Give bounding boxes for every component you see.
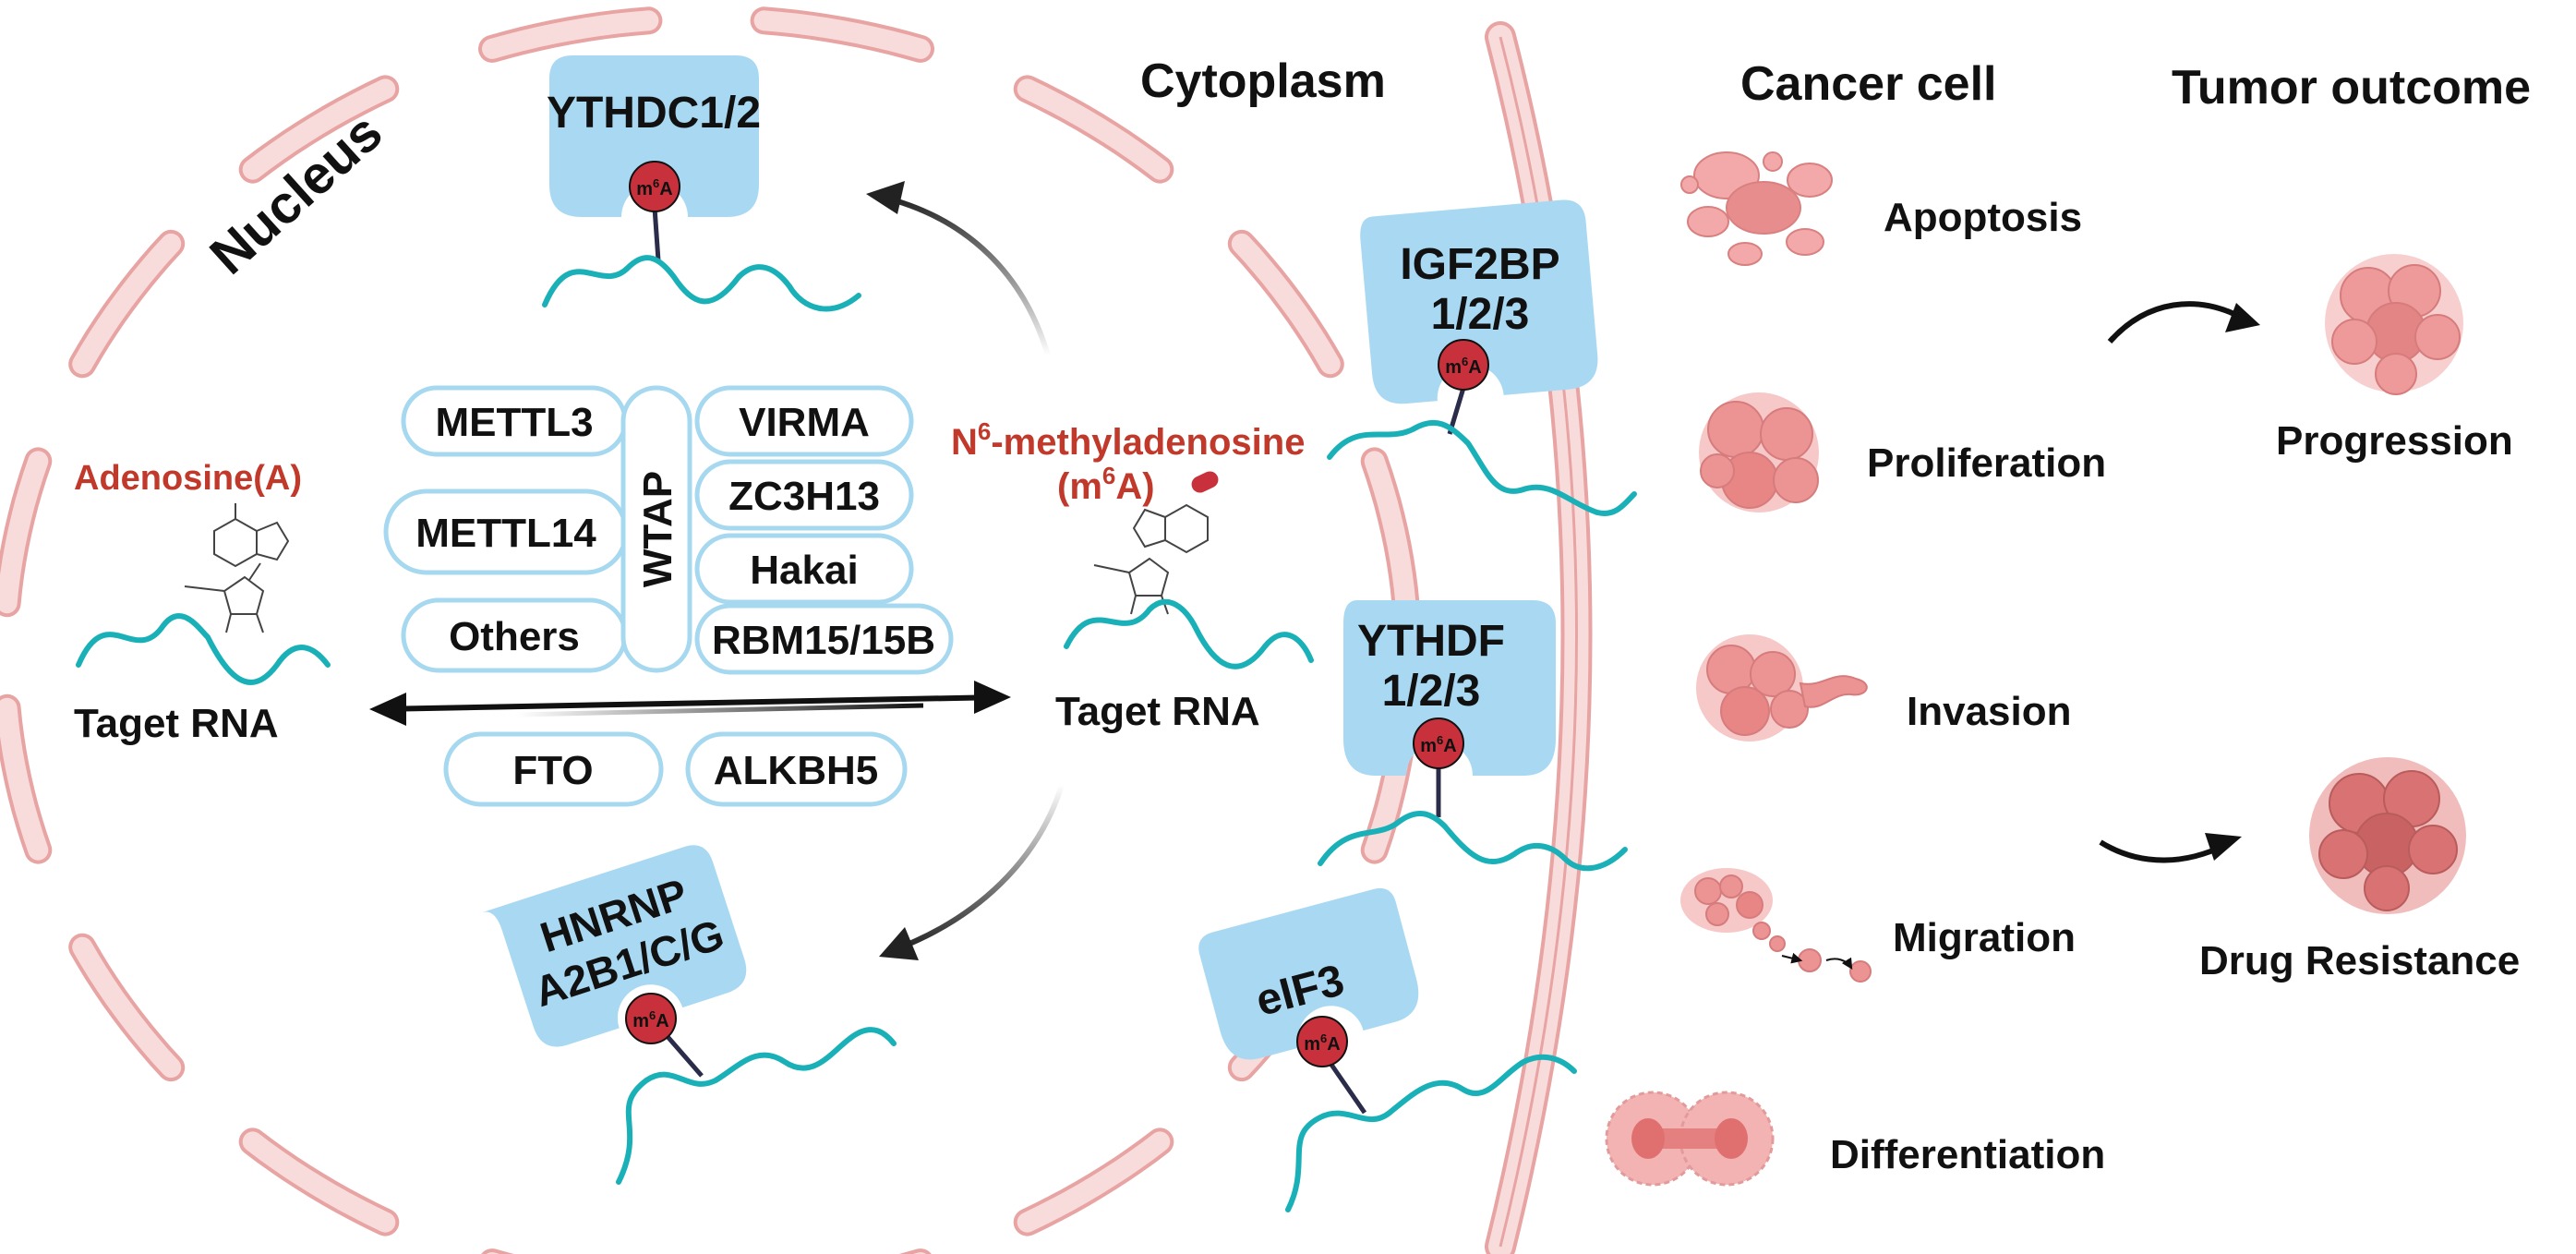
proliferation-cell-icon bbox=[1699, 392, 1819, 512]
writer-others: Others bbox=[449, 614, 580, 659]
arrow-to-ythdc bbox=[876, 193, 1051, 356]
effect-invasion: Invasion bbox=[1907, 689, 2072, 734]
adenosine-molecule-icon bbox=[184, 503, 290, 633]
writer-complex bbox=[383, 385, 954, 675]
differentiation-cell-icon bbox=[1605, 1091, 1775, 1187]
effect-proliferation: Proliferation bbox=[1867, 440, 2106, 486]
effect-migration: Migration bbox=[1893, 915, 2076, 960]
adenosine-label: Adenosine(A) bbox=[74, 459, 302, 498]
nuclear-membrane-segment-fill bbox=[1017, 1131, 1171, 1233]
left-target-rna-label: Taget RNA bbox=[74, 701, 279, 746]
outcome-progression: Progression bbox=[2276, 418, 2513, 464]
nuclear-membrane-segment-fill bbox=[242, 1131, 396, 1233]
ythdf-label-2: 1/2/3 bbox=[1382, 667, 1481, 716]
cancer-cell-label: Cancer cell bbox=[1740, 57, 1997, 111]
writer-hakai: Hakai bbox=[750, 548, 858, 593]
eraser-fto: FTO bbox=[512, 748, 593, 793]
writer-pill-hakai bbox=[694, 533, 914, 605]
tumor-outcome-label: Tumor outcome bbox=[2172, 61, 2531, 115]
writer-rbm15: RBM15/15B bbox=[712, 618, 935, 663]
writer-mettl14: METTL14 bbox=[415, 511, 596, 556]
nuclear-membrane-segment-fill bbox=[72, 936, 182, 1079]
m6a-label: (m6A) bbox=[1057, 462, 1155, 507]
arrow-head-drug-resistance bbox=[2205, 833, 2242, 861]
writer-zc3h13: ZC3H13 bbox=[728, 474, 880, 519]
progression-tumor-icon bbox=[2325, 254, 2463, 395]
n6-methyladenosine-label: N6-methyladenosine bbox=[951, 417, 1305, 463]
eraser-alkbh5: ALKBH5 bbox=[714, 748, 878, 793]
arrow-head-ythdc bbox=[866, 181, 905, 214]
arrow-to-progression bbox=[2107, 301, 2245, 344]
igf2bp-label-1: IGF2BP bbox=[1400, 240, 1559, 289]
nuclear-membrane-segment-fill bbox=[0, 451, 49, 614]
ythdc-label: YTHDC1/2 bbox=[547, 89, 761, 138]
svg-text:m6A: m6A bbox=[1304, 1031, 1340, 1055]
ythdf-m6a-icon: m6A bbox=[1413, 717, 1464, 769]
migration-cell-icon bbox=[1680, 868, 1872, 983]
nuclear-membrane-segment-fill bbox=[242, 78, 396, 180]
nuclear-membrane-segment-fill bbox=[1364, 451, 1416, 614]
eraser-pill-fto bbox=[443, 731, 664, 807]
writer-mettl3: METTL3 bbox=[435, 400, 593, 445]
arrow-head-hnrnp bbox=[879, 927, 919, 960]
nuclear-membrane-segment-fill bbox=[482, 10, 659, 59]
igf2bp-label-2: 1/2/3 bbox=[1431, 290, 1530, 339]
reader-hnrnp: HNRNP A2B1/C/G m6A bbox=[481, 845, 897, 1185]
right-rna-strand bbox=[1064, 598, 1314, 669]
ythdf-label-1: YTHDF bbox=[1357, 617, 1505, 666]
svg-text:m6A: m6A bbox=[1420, 733, 1456, 756]
writer-eraser-arrow bbox=[369, 681, 1011, 726]
writer-pill-zc3h13 bbox=[694, 459, 914, 531]
drug-resistance-tumor-icon bbox=[2309, 757, 2466, 914]
writer-pill-wtap bbox=[620, 385, 692, 673]
svg-text:m6A: m6A bbox=[636, 176, 672, 199]
reader-ythdf: YTHDF 1/2/3 m6A bbox=[1318, 600, 1628, 872]
writer-pill-virma bbox=[694, 385, 914, 457]
outcome-drug-resistance: Drug Resistance bbox=[2199, 938, 2520, 983]
arrow-head-progression bbox=[2225, 303, 2260, 332]
writer-pill-rbm15 bbox=[694, 603, 954, 675]
nuclear-membrane-segment-fill bbox=[1017, 78, 1171, 180]
effect-apoptosis: Apoptosis bbox=[1884, 195, 2082, 240]
right-target-rna-label: Taget RNA bbox=[1055, 689, 1260, 734]
nuclear-membrane bbox=[0, 6, 1420, 1254]
arrow-to-hnrnp bbox=[889, 784, 1065, 954]
arrow-to-drug-resistance bbox=[2099, 839, 2227, 863]
nuclear-membrane-segment-fill bbox=[1231, 233, 1341, 375]
ythdc-m6a-icon: m6A bbox=[629, 161, 680, 212]
igf2bp-m6a-icon: m6A bbox=[1438, 339, 1489, 391]
nuclear-membrane-segment-fill bbox=[753, 10, 931, 59]
left-rna-strand bbox=[76, 613, 331, 685]
nuclear-membrane-segment-fill bbox=[72, 233, 182, 375]
hnrnp-m6a-icon: m6A bbox=[625, 993, 677, 1044]
effect-differentiation: Differentiation bbox=[1830, 1132, 2105, 1177]
writer-wtap: WTAP bbox=[635, 471, 680, 587]
methyl-group-icon bbox=[1191, 471, 1219, 493]
cytoplasm-label: Cytoplasm bbox=[1140, 54, 1386, 108]
invasion-cell-icon bbox=[1696, 634, 1868, 742]
reader-igf2bp: IGF2BP 1/2/3 m6A bbox=[1327, 199, 1637, 516]
svg-text:m6A: m6A bbox=[632, 1008, 668, 1031]
nuclear-membrane-segment-fill bbox=[0, 697, 49, 861]
eraser-pill-alkbh5 bbox=[685, 731, 908, 807]
m6a-molecule-icon bbox=[1093, 503, 1209, 615]
svg-text:m6A: m6A bbox=[1445, 355, 1481, 378]
apoptosis-cell-icon bbox=[1680, 151, 1833, 266]
writer-virma: VIRMA bbox=[739, 400, 870, 445]
eif3-m6a-icon: m6A bbox=[1296, 1016, 1348, 1067]
reader-ythdc: YTHDC1/2 m6A bbox=[542, 55, 861, 312]
